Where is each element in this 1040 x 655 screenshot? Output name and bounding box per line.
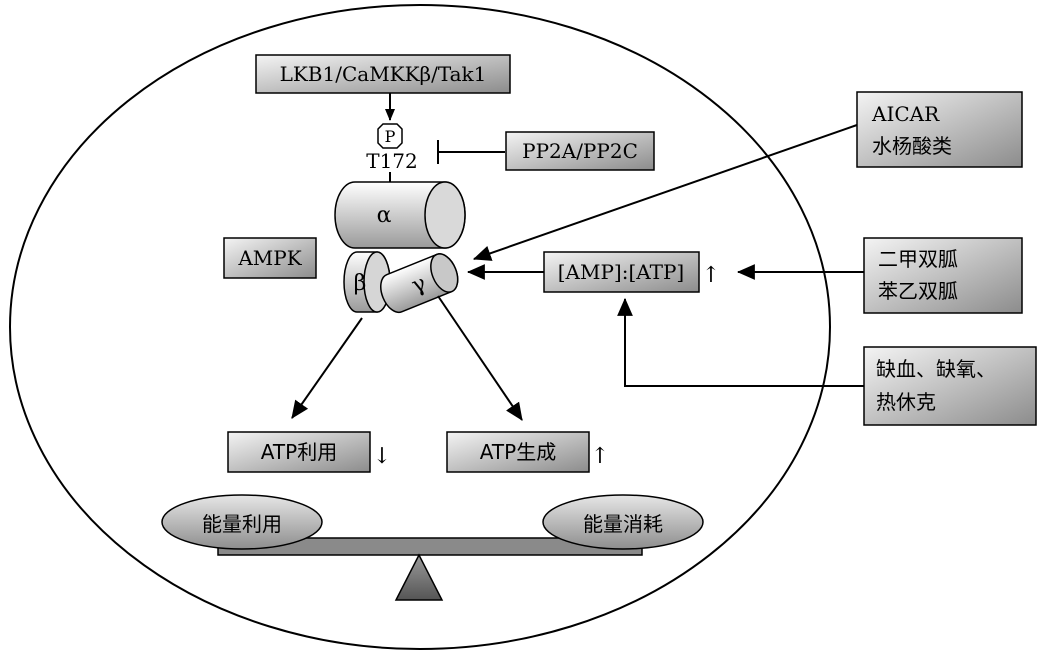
balance-left-pan: 能量利用 — [161, 494, 323, 550]
beta-label: β — [354, 271, 367, 296]
upstream-kinases-box: LKB1/CaMKKβ/Tak1 — [255, 54, 511, 94]
atp-gen-label: ATP生成 — [480, 440, 556, 464]
balance-fulcrum — [394, 553, 444, 601]
activator-metformin: 二甲双胍 — [878, 247, 958, 271]
phospho-mark-label: P — [385, 127, 396, 146]
activators-box-1: AICAR 水杨酸类 — [856, 91, 1023, 168]
gamma-subunit: γ — [380, 253, 459, 314]
stressor-arrow — [617, 297, 864, 387]
phospho-site-label: T172 — [366, 149, 418, 173]
balance-right-label: 能量消耗 — [583, 512, 663, 536]
upstream-kinases-label: LKB1/CaMKKβ/Tak1 — [280, 62, 487, 86]
phosphatases-label: PP2A/PP2C — [522, 139, 638, 163]
ratio-trend: ↑ — [702, 263, 720, 288]
ampk-to-atp-use-arrow — [291, 317, 363, 419]
phosphatases-box: PP2A/PP2C — [505, 131, 655, 171]
phospho-mark: P — [377, 123, 403, 149]
balance-scale: 能量利用 能量消耗 — [161, 494, 704, 601]
stressor-heat-shock: 热休克 — [876, 390, 936, 414]
stressor-ischemia-hypoxia: 缺血、缺氧、 — [876, 357, 996, 381]
ratio-box: [AMP]:[ATP] — [543, 251, 700, 293]
aicar-arrow — [472, 124, 858, 261]
activator-salicylates: 水杨酸类 — [872, 134, 952, 158]
stressors-box: 缺血、缺氧、 热休克 — [863, 346, 1037, 426]
ampk-label: AMPK — [237, 246, 302, 270]
atp-gen-box: ATP生成 — [446, 431, 590, 473]
phosphatase-inhibition — [437, 140, 505, 164]
atp-use-box: ATP利用 — [227, 431, 371, 473]
ampk-complex: β α γ — [334, 181, 466, 314]
ampk-box: AMPK — [223, 237, 317, 279]
balance-left-label: 能量利用 — [202, 512, 282, 536]
atp-gen-trend: ↑ — [591, 444, 609, 469]
ampk-to-atp-gen-arrow — [437, 295, 523, 421]
balance-right-pan: 能量消耗 — [542, 494, 704, 550]
atp-use-label: ATP利用 — [261, 440, 337, 464]
activator-aicar: AICAR — [871, 102, 940, 126]
activators-box-2: 二甲双胍 苯乙双胍 — [863, 237, 1023, 314]
cell-boundary — [9, 4, 831, 650]
atp-use-trend: ↓ — [373, 444, 391, 469]
alpha-subunit: α — [334, 181, 466, 249]
beta-subunit: β — [343, 251, 391, 313]
alpha-label: α — [377, 203, 392, 228]
activator-phenformin: 苯乙双胍 — [878, 279, 958, 303]
ratio-label: [AMP]:[ATP] — [558, 260, 684, 284]
